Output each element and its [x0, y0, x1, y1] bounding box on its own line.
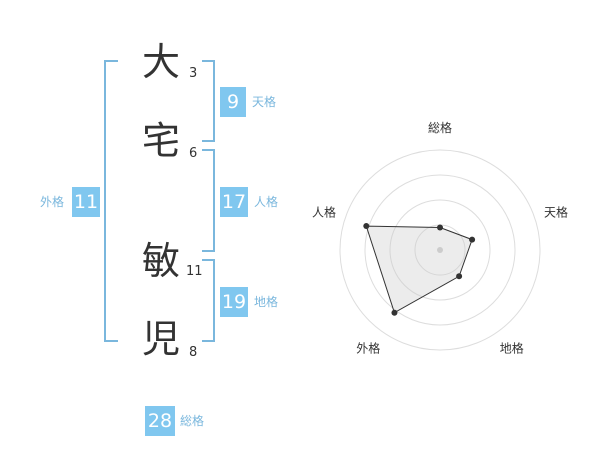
jinkaku-badge: 17: [220, 187, 248, 217]
chikaku-badge: 19: [220, 287, 248, 317]
stroke-count-2: 6: [189, 146, 198, 161]
tenkaku-bracket: [202, 60, 215, 142]
radar-ring-2: [389, 199, 491, 301]
tenkaku-label: 天格: [252, 95, 277, 109]
radar-point-4: [391, 309, 398, 316]
gaikaku-bracket: [104, 60, 118, 342]
chikaku-label: 地格: [254, 295, 279, 309]
tenkaku-badge: 9: [220, 87, 246, 117]
radar-point-3: [456, 273, 463, 280]
radar-ring-3: [364, 174, 516, 326]
radar-area: [365, 225, 473, 314]
name-char-3: 敏: [142, 239, 181, 283]
jinkaku-label: 人格: [254, 195, 279, 209]
radar-center: [437, 247, 443, 253]
stroke-count-3: 11: [186, 264, 203, 279]
name-char-1: 大: [142, 40, 181, 84]
chikaku-bracket: [202, 259, 215, 342]
radar-axis-label-3: 地格: [500, 341, 524, 356]
gaikaku-badge: 11: [72, 187, 100, 217]
name-char-2: 宅: [142, 119, 181, 163]
name-char-4: 児: [142, 317, 181, 361]
radar-point-2: [469, 236, 476, 243]
radar-axis-label-4: 外格: [356, 341, 380, 356]
radar-axis-label-2: 天格: [544, 204, 568, 219]
stroke-count-1: 3: [189, 66, 198, 81]
radar-point-5: [363, 223, 370, 230]
soukaku-label: 総格: [180, 414, 205, 428]
radar-axis-label-5: 人格: [312, 204, 336, 219]
radar-point-1: [437, 224, 443, 231]
soukaku-badge: 28: [145, 406, 175, 436]
stroke-count-4: 8: [189, 345, 198, 360]
radar-ring-4: [339, 149, 541, 351]
radar-axis-label-1: 総格: [428, 120, 452, 135]
gaikaku-label: 外格: [40, 195, 65, 209]
jinkaku-bracket: [202, 149, 215, 252]
